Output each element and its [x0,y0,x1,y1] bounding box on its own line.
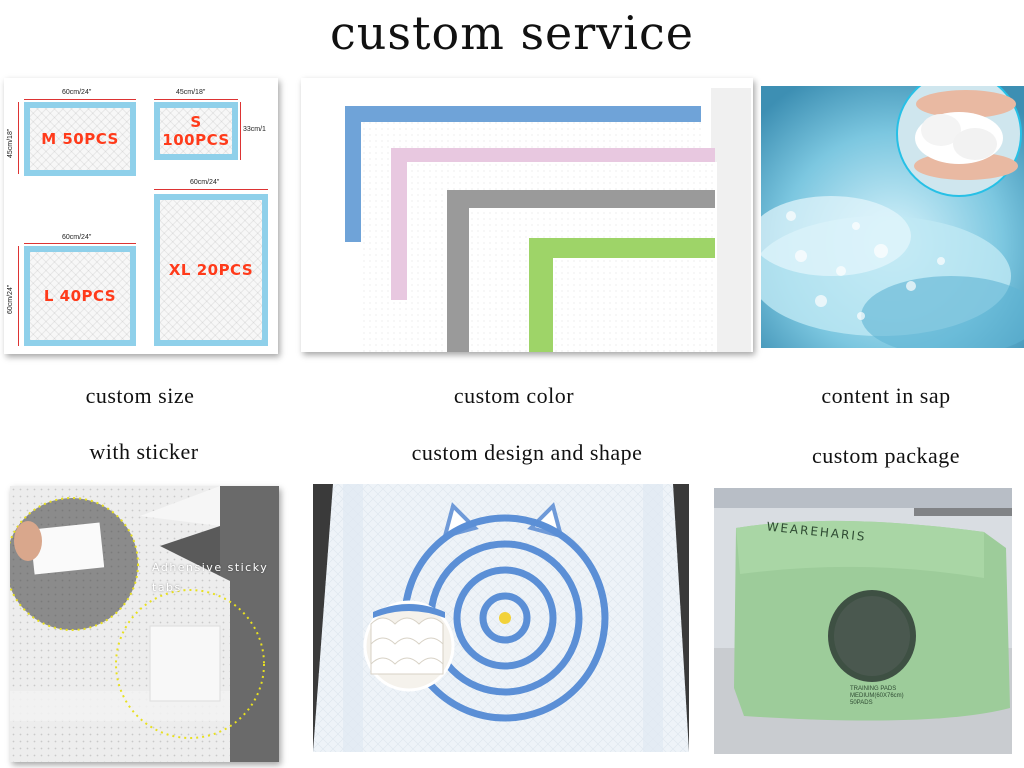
pad-m-label: M 50PCS [41,130,119,148]
cat-design-graphic [313,484,689,752]
sticker-annotation: Adhensive sticky tabs [152,561,269,594]
package-photo-graphic [714,488,1012,754]
pad-l: L 40PCS [24,246,136,346]
m-width-dim: 60cm/24" [62,89,92,96]
m-width-arrow [24,99,136,100]
blue-pad-edge [345,106,701,242]
caption-custom-color: custom color [453,383,575,408]
package-label-line2: MEDIUM(60X76cm) [850,693,904,699]
l-width-dim: 60cm/24" [62,234,92,241]
pad-s-label: S 100PCS [162,113,230,149]
pad-m: M 50PCS [24,102,136,176]
xl-width-arrow [154,189,268,190]
size-panel: 60cm/24" 45cm/18" M 50PCS 45cm/18" S 100… [4,78,278,354]
color-layers-graphic [301,78,753,352]
pad-xl: XL 20PCS [154,194,268,346]
sticker-photo-graphic [10,486,279,762]
caption-custom-design: custom design and shape [411,440,643,465]
l-height-arrow [18,246,19,346]
sticker-panel: Adhensive sticky tabs [10,486,279,762]
pad-s: S 100PCS [154,102,238,160]
design-panel [313,484,689,752]
package-panel: WEAREHARIS TRAINING PADS MEDIUM(60X76cm)… [714,488,1012,754]
color-panel [301,78,753,352]
sap-panel [761,86,1024,348]
m-height-dim: 45cm/18" [7,128,14,158]
package-label: TRAINING PADS MEDIUM(60X76cm) 50PADS [850,686,950,707]
caption-with-sticker: with sticker [89,439,199,464]
pad-l-label: L 40PCS [43,287,117,305]
gray-pad-edge [447,190,715,352]
m-height-arrow [18,102,19,174]
s-height-arrow [240,102,241,160]
page-title: custom service [330,6,694,60]
caption-custom-size: custom size [85,383,195,408]
package-label-line3: 50PADS [850,700,873,706]
s-width-dim: 45cm/18" [176,89,206,96]
sap-crystals-graphic [761,86,1024,348]
xl-width-dim: 60cm/24" [190,179,220,186]
l-width-arrow [24,243,136,244]
s-height-dim: 33cm/1 [243,126,266,133]
s-width-arrow [154,99,238,100]
green-pad-edge [529,238,715,352]
package-label-line1: TRAINING PADS [850,686,897,692]
pad-xl-label: XL 20PCS [168,261,254,279]
l-height-dim: 60cm/24" [7,284,14,314]
caption-custom-package: custom package [811,443,961,468]
caption-content-in-sap: content in sap [821,383,951,408]
